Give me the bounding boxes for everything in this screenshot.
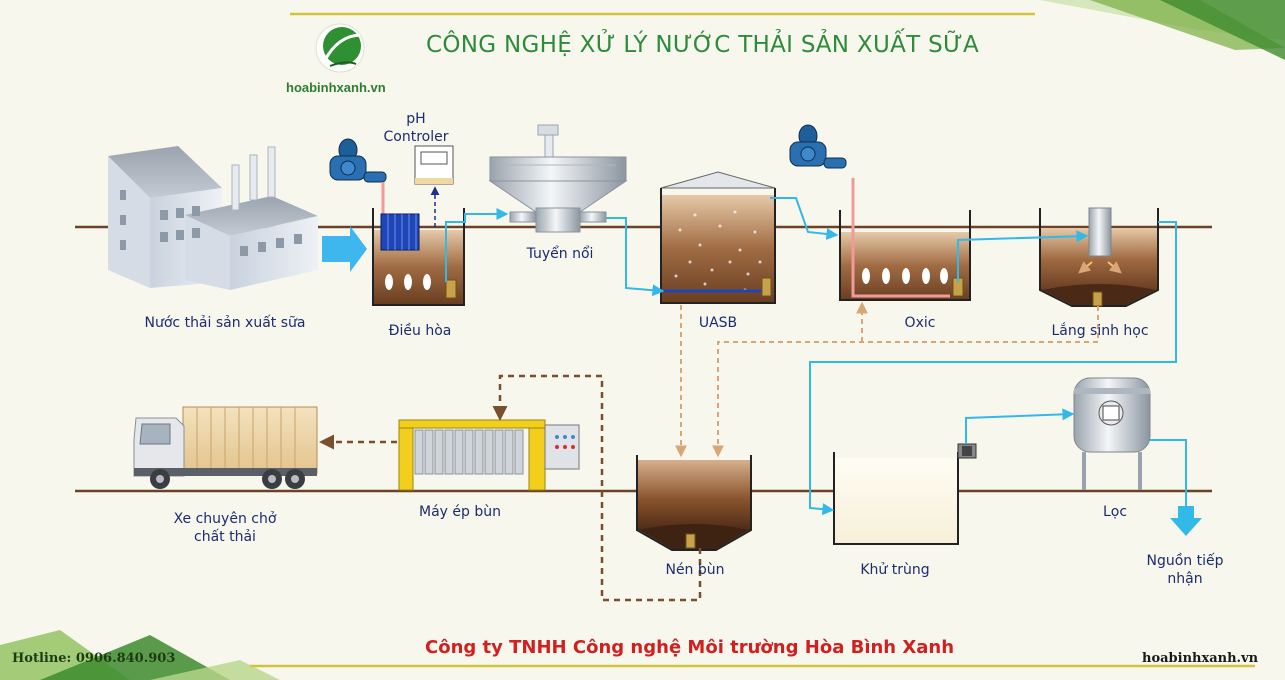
ph-controller-icon	[414, 145, 454, 271]
flow-oxic-to-settling	[957, 230, 1089, 282]
label-filter-press: Máy ép bùn	[419, 504, 501, 520]
label-ph-line1: pH	[406, 111, 426, 127]
page-title: CÔNG NGHỆ XỬ LÝ NƯỚC THẢI SẢN XUẤT SỮA	[426, 32, 980, 58]
blower-icon	[329, 138, 387, 183]
flow-flotation-to-uasb	[606, 217, 665, 297]
label-truck-line1: Xe chuyên chở	[173, 511, 277, 527]
label-oxic: Oxic	[904, 315, 936, 331]
flow-uasb-to-oxic	[770, 197, 839, 240]
inflow-arrow	[322, 226, 367, 272]
label-receiving: Nguồn tiếp nhận	[1135, 552, 1235, 588]
filter-press-icon	[398, 419, 580, 491]
logo-icon	[315, 23, 365, 73]
label-disinfection: Khử trùng	[860, 562, 930, 578]
disinfection-tank-icon	[833, 443, 977, 545]
sludge-thickener-icon	[636, 455, 752, 551]
label-ph-line2: Controler	[383, 129, 449, 145]
leaf-decoration-bottom-left	[0, 630, 280, 680]
truck-icon	[133, 406, 318, 489]
outflow-arrow	[1170, 506, 1202, 536]
hotline-text: Hotline: 0906.840.903	[12, 651, 176, 666]
oxic-tank-icon	[839, 178, 971, 301]
label-settling: Lắng sinh học	[1051, 323, 1149, 339]
label-truck: Xe chuyên chở chất thải	[160, 510, 290, 546]
brand-logo-text: hoabinhxanh.vn	[286, 80, 386, 95]
website-text: hoabinhxanh.vn	[1142, 651, 1259, 666]
company-name: Công ty TNHH Công nghệ Môi trường Hòa Bì…	[425, 637, 955, 658]
settling-tank-icon	[1039, 207, 1159, 307]
pressure-filter-icon	[1073, 377, 1151, 490]
label-source: Nước thải sản xuất sữa	[144, 315, 306, 331]
leaf-decoration-top-right	[1040, 0, 1285, 60]
flow-filter-out	[1150, 439, 1187, 506]
sludge-settling-to-thickener	[712, 306, 1099, 458]
equalization-tank-icon	[372, 208, 465, 306]
label-receiving-line1: Nguồn tiếp	[1146, 553, 1224, 569]
blower-icon-2	[789, 124, 847, 169]
label-truck-line2: chất thải	[194, 529, 256, 545]
label-sludge-thickener: Nén bùn	[665, 562, 725, 578]
label-ph-controller: pH Controler	[376, 110, 456, 146]
uasb-tank-icon	[660, 171, 776, 304]
label-equalization: Điều hòa	[388, 323, 452, 339]
label-filter: Lọc	[1102, 504, 1128, 520]
flow-settling-to-disinfection	[809, 221, 1177, 516]
flow-disinfection-to-filter	[965, 408, 1075, 444]
factory-icon	[108, 146, 318, 290]
flotation-tank-icon	[488, 124, 628, 233]
label-flotation: Tuyển nổi	[526, 246, 594, 262]
flow-equalization-to-flotation	[445, 208, 509, 282]
label-uasb: UASB	[698, 315, 738, 331]
label-receiving-line2: nhận	[1167, 571, 1203, 587]
